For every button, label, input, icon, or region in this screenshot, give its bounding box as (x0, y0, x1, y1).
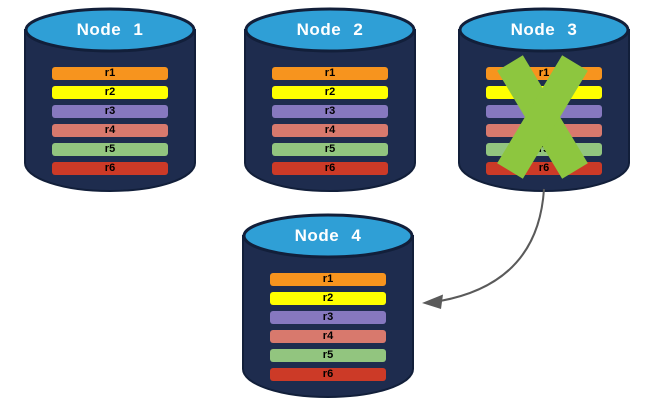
replica-row-label: r2 (324, 86, 336, 98)
node-title: Node 4 (294, 226, 362, 245)
replica-row-r5: r5 (270, 349, 386, 362)
node-4: Node 4 r1 r2 r3 r4 r5 r6 (240, 211, 416, 402)
replica-row-r1: r1 (272, 67, 388, 80)
replica-row-label: r6 (104, 162, 116, 174)
replica-row-r1: r1 (270, 273, 386, 286)
replica-row-label: r3 (324, 105, 336, 117)
replica-row-label: r6 (322, 368, 334, 380)
replica-row-r3: r3 (270, 311, 386, 324)
replica-row-label: r1 (322, 273, 334, 285)
replica-row-r6: r6 (52, 162, 168, 175)
replica-row-r6: r6 (272, 162, 388, 175)
replica-row-label: r1 (538, 67, 550, 79)
replica-row-r3: r3 (52, 105, 168, 118)
replica-row-r6: r6 (270, 368, 386, 381)
replica-row-label: r6 (538, 162, 550, 174)
node-3: Node 3 r1 r2 r3 r4 r5 r6 (456, 5, 632, 197)
replica-row-label: r3 (104, 105, 116, 117)
replica-row-label: r4 (324, 124, 336, 136)
replica-row-label: r2 (322, 292, 334, 304)
replica-row-r5: r5 (272, 143, 388, 156)
replica-rows: r1 r2 r3 r4 r5 r6 (52, 67, 168, 181)
replica-row-r1: r1 (52, 67, 168, 80)
replica-row-label: r5 (538, 143, 550, 155)
replica-row-label: r1 (324, 67, 336, 79)
failure-x-icon (497, 55, 588, 179)
replica-row-label: r2 (104, 86, 116, 98)
replica-row-r2: r2 (270, 292, 386, 305)
replica-row-label: r4 (322, 330, 334, 342)
replica-row-r4: r4 (270, 330, 386, 343)
replica-row-label: r1 (104, 67, 116, 79)
node-1: Node 1 r1 r2 r3 r4 r5 r6 (22, 5, 198, 197)
replica-row-label: r4 (104, 124, 116, 136)
node-title: Node 1 (76, 20, 144, 39)
replica-row-label: r5 (104, 143, 116, 155)
node-title: Node 3 (510, 20, 578, 39)
arrow-head-icon (422, 294, 443, 309)
replica-row-label: r6 (324, 162, 336, 174)
replica-row-label: r5 (324, 143, 336, 155)
replica-row-label: r3 (322, 311, 334, 323)
replica-row-r4: r4 (272, 124, 388, 137)
node-title: Node 2 (296, 20, 364, 39)
replica-row-r2: r2 (52, 86, 168, 99)
replica-row-r2: r2 (272, 86, 388, 99)
replica-row-r3: r3 (272, 105, 388, 118)
replica-rows: r1 r2 r3 r4 r5 r6 (270, 273, 386, 387)
replica-row-r4: r4 (52, 124, 168, 137)
replica-row-r5: r5 (52, 143, 168, 156)
replica-rows: r1 r2 r3 r4 r5 r6 (272, 67, 388, 181)
node-2: Node 2 r1 r2 r3 r4 r5 r6 (242, 5, 418, 197)
replica-row-label: r5 (322, 349, 334, 361)
